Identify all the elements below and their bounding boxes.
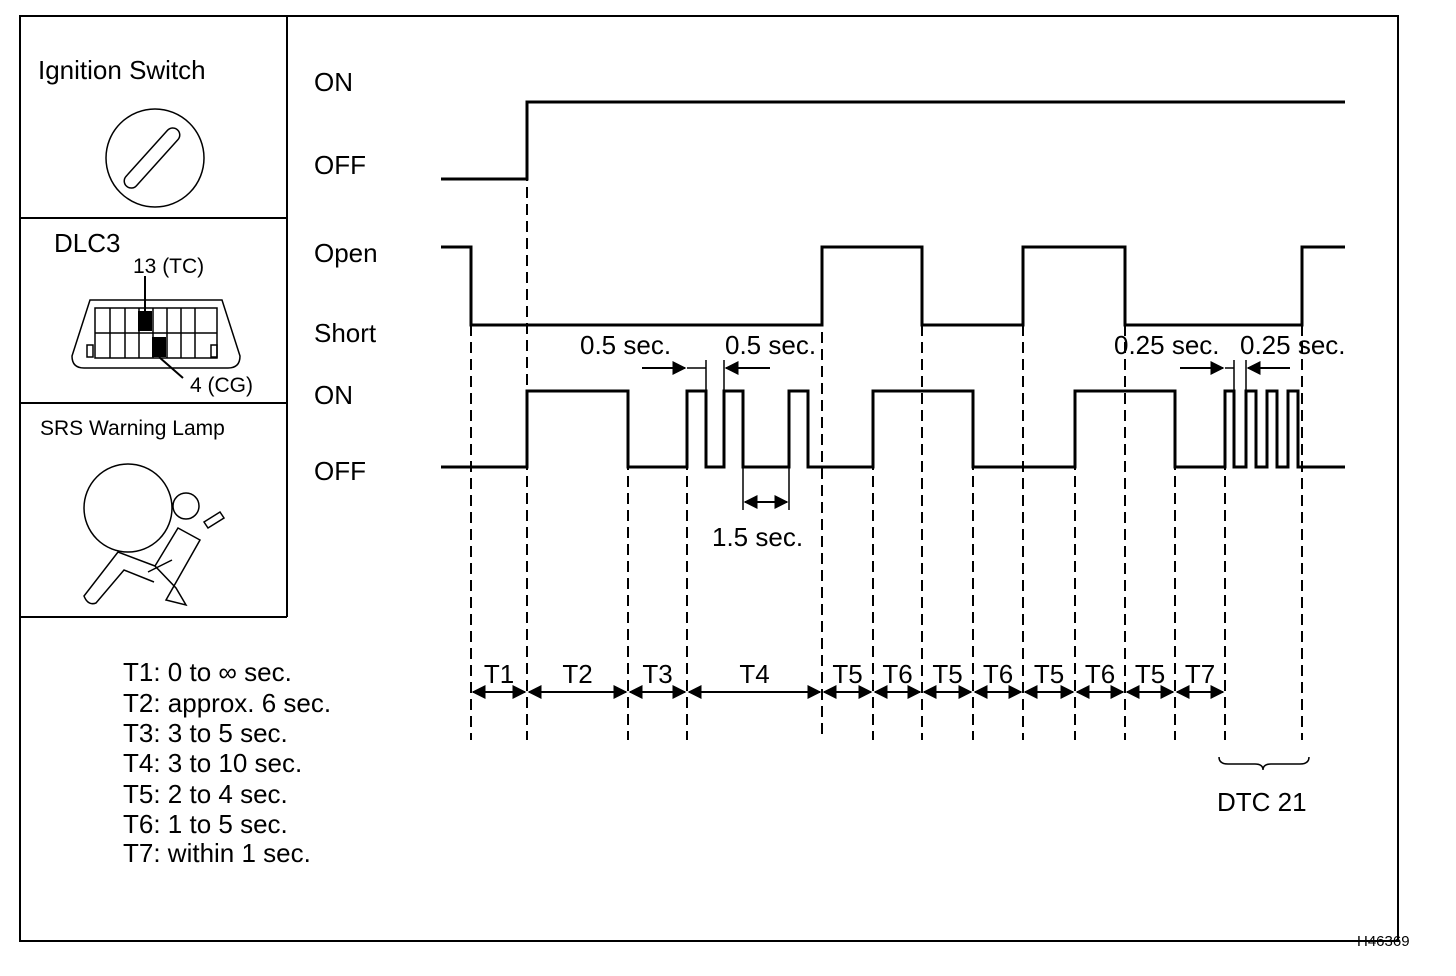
pulse-label-025-left: 0.25 sec. — [1114, 330, 1220, 360]
dtc-label: DTC 21 — [1217, 787, 1307, 817]
tc-short-label: Short — [314, 318, 377, 348]
ignition-waveform — [441, 100, 1345, 181]
dtc-brace — [1218, 756, 1310, 771]
period-label-t7: T7 — [1185, 659, 1215, 689]
timing-note-t7: T7: within 1 sec. — [123, 838, 311, 868]
outer-frame — [19, 15, 1399, 942]
period-label-t5: T5 — [932, 659, 962, 689]
pulse-label-15: 1.5 sec. — [712, 522, 803, 552]
ignition-on-label: ON — [314, 67, 353, 97]
period-label-t2: T2 — [562, 659, 592, 689]
ignition-switch-label: Ignition Switch — [38, 55, 206, 85]
period-label-t6: T6 — [882, 659, 912, 689]
warning-lamp-waveform — [441, 389, 1345, 469]
timing-note-t6: T6: 1 to 5 sec. — [123, 809, 288, 839]
pulse-dimension-025 — [1180, 360, 1290, 391]
lamp-on-label: ON — [314, 380, 353, 410]
period-label-t5: T5 — [1034, 659, 1064, 689]
pulse-label-025-right: 0.25 sec. — [1240, 330, 1346, 360]
pulse-label-05-right: 0.5 sec. — [725, 330, 816, 360]
period-label-t6: T6 — [1085, 659, 1115, 689]
cg-pin-label: 4 (CG) — [190, 374, 253, 397]
period-label-t6: T6 — [983, 659, 1013, 689]
period-markers: T1 T2 T3 T4 T5 T6 T5 T6 T5 T6 T5 T7 — [471, 659, 1225, 699]
timing-note-t3: T3: 3 to 5 sec. — [123, 718, 288, 748]
pulse-dimension-05 — [642, 360, 770, 391]
timing-note-t2: T2: approx. 6 sec. — [123, 688, 331, 718]
period-label-t5: T5 — [832, 659, 862, 689]
pulse-label-05-left: 0.5 sec. — [580, 330, 671, 360]
srs-lamp-label: SRS Warning Lamp — [40, 417, 225, 440]
timing-note-t4: T4: 3 to 10 sec. — [123, 748, 302, 778]
ignition-off-label: OFF — [314, 150, 366, 180]
period-label-t3: T3 — [642, 659, 672, 689]
period-label-t5: T5 — [1135, 659, 1165, 689]
tc-open-label: Open — [314, 238, 378, 268]
tc-terminal-waveform — [441, 245, 1345, 327]
pulse-dimension-15 — [742, 467, 790, 510]
dlc3-connector-icon — [71, 276, 241, 379]
timing-dashed-lines — [470, 102, 1303, 740]
period-label-t4: T4 — [739, 659, 769, 689]
timing-note-t5: T5: 2 to 4 sec. — [123, 779, 288, 809]
tc-pin-label: 13 (TC) — [133, 255, 204, 278]
period-label-t1: T1 — [484, 659, 514, 689]
ignition-key-icon — [105, 108, 205, 208]
figure-id: H46369 — [1357, 933, 1410, 950]
timing-note-t1: T1: 0 to ∞ sec. — [123, 657, 292, 687]
dlc3-label: DLC3 — [54, 228, 120, 258]
airbag-icon — [83, 463, 226, 607]
lamp-off-label: OFF — [314, 456, 366, 486]
